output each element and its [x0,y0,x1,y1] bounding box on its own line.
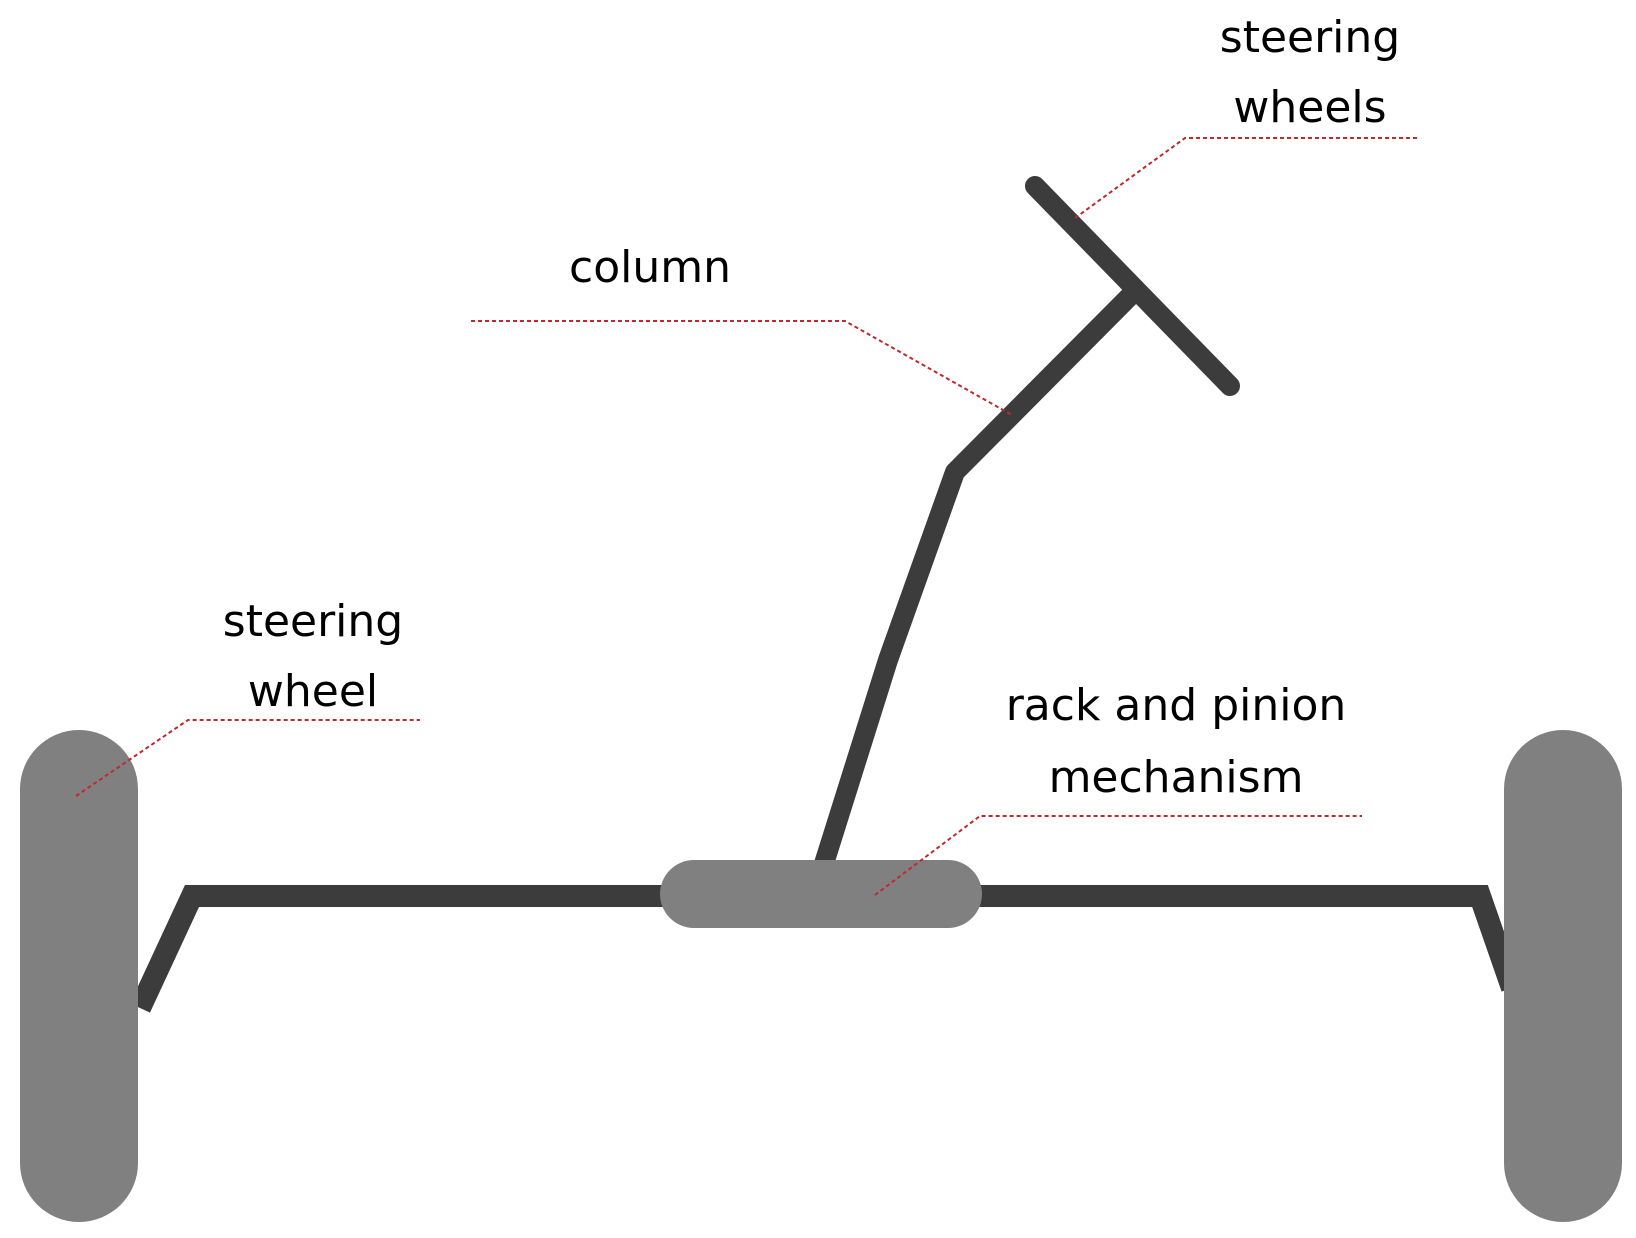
leader-rack-and-pinion [874,815,1362,896]
label-rack-and-pinion-line1: rack and pinion [1006,680,1347,731]
leader-column [471,320,1013,416]
label-steering-wheel-line2: wheel [248,666,378,717]
steering-column [812,288,1138,873]
label-rack-and-pinion-line2: mechanism [1049,752,1304,803]
steering-wheel-bar [1025,176,1240,396]
label-column: column [569,242,731,293]
rack-and-pinion-housing [660,860,982,928]
leader-steering-wheels [1074,137,1420,219]
leader-steering-wheel [75,719,420,797]
right-wheel [1504,730,1622,1222]
label-steering-wheel-line1: steering [223,596,403,647]
label-steering-wheels-line2: wheels [1233,82,1386,133]
label-steering-wheels-line1: steering [1220,12,1400,63]
left-wheel [20,730,138,1222]
